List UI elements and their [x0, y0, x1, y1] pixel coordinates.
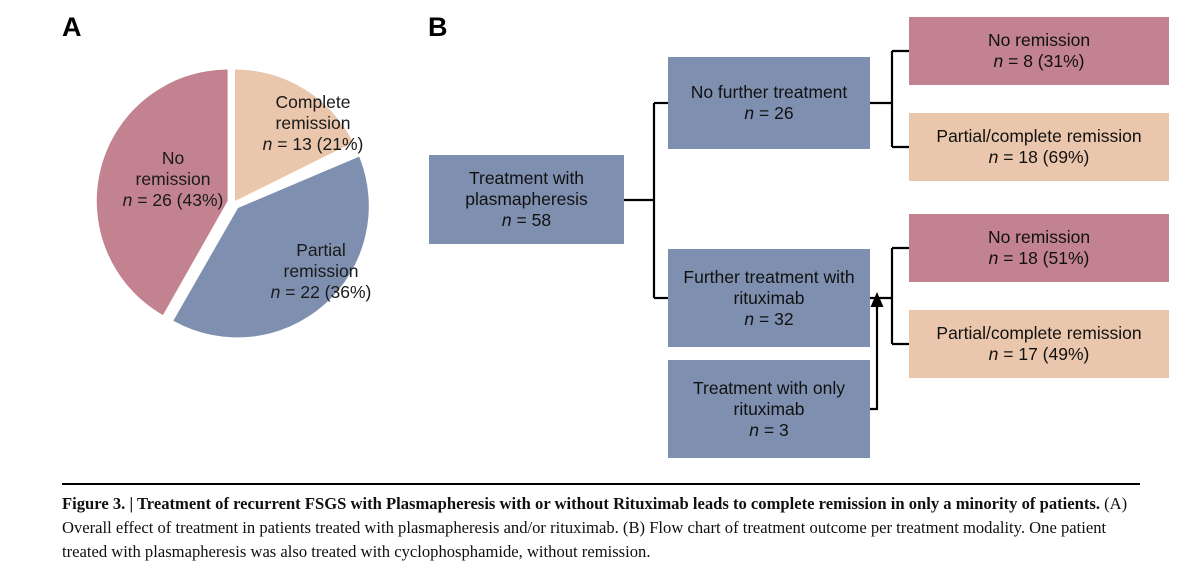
- flow-box-title-line1: No further treatment: [690, 82, 848, 102]
- flow-box-title-line1: Further treatment with: [683, 266, 855, 287]
- flow-box-title: No remission: [987, 30, 1091, 50]
- flow-box-title-line1: Treatment with only: [692, 377, 846, 398]
- caption-bold-title: Treatment of recurrent FSGS with Plasmap…: [136, 494, 1100, 513]
- flow-box-no-further-treatment[interactable]: No further treatment n = 26: [668, 57, 870, 149]
- flow-box-outcome-no-remission-2[interactable]: No remission n = 18 (51%): [909, 214, 1169, 282]
- caption-separator: |: [129, 494, 137, 513]
- caption-figure-number: Figure 3.: [62, 494, 130, 513]
- connector-only-rituximab-path: [870, 306, 879, 411]
- panel-b-flow-chart: Treatment with plasmapheresis n = 58 No …: [429, 17, 1169, 458]
- caption-rest: (A) Overall effect of treatment in patie…: [62, 494, 1128, 561]
- panel-a-letter: A: [62, 12, 82, 42]
- pie-slice-complete-remission: [235, 69, 353, 201]
- panel-b-letter: B: [428, 12, 448, 42]
- flow-box-outcome-partial-complete-remission-2[interactable]: Partial/complete remission n = 17 (49%): [909, 310, 1169, 378]
- flow-box-outcome-partial-complete-remission-1[interactable]: Partial/complete remission n = 18 (69%): [909, 113, 1169, 181]
- flow-box-title-line2: rituximab: [733, 398, 805, 419]
- flow-box-title: Partial/complete remission: [936, 323, 1142, 343]
- flow-box-treatment-with-only-rituximab[interactable]: Treatment with only rituximab n = 3: [668, 360, 870, 458]
- caption-divider: [62, 483, 1140, 485]
- flow-box-outcome-no-remission-1[interactable]: No remission n = 8 (31%): [909, 17, 1169, 85]
- flow-box-title-line1: Treatment with: [468, 168, 585, 188]
- flow-box-count: n = 3: [749, 419, 789, 440]
- flow-box-count: n = 17 (49%): [988, 344, 1090, 364]
- flow-box-title: No remission: [987, 227, 1091, 247]
- flow-box-count: n = 58: [501, 210, 552, 230]
- flow-box-title-line2: rituximab: [733, 287, 805, 308]
- flow-box-count: n = 8 (31%): [993, 51, 1085, 71]
- pie-chart-svg: [96, 69, 369, 338]
- flow-box-count: n = 18 (69%): [988, 147, 1090, 167]
- flow-box-further-treatment-with-rituximab[interactable]: Further treatment with rituximab n = 32: [668, 249, 870, 347]
- pie-slice-no-remission: [96, 69, 228, 316]
- flow-box-count: n = 32: [744, 308, 794, 329]
- pie-slice-partial-remission: [173, 156, 369, 338]
- flow-box-count: n = 26: [744, 103, 794, 123]
- flow-box-title-line2: plasmapheresis: [465, 189, 588, 209]
- figure-caption: Figure 3. | Treatment of recurrent FSGS …: [62, 482, 1140, 564]
- figure-caption-text: Figure 3. | Treatment of recurrent FSGS …: [62, 482, 1140, 564]
- flow-box-count: n = 18 (51%): [988, 248, 1090, 268]
- flow-box-title: Partial/complete remission: [936, 126, 1142, 146]
- flow-chart-connectors: [624, 49, 909, 411]
- flow-box-treatment-with-plasmapheresis[interactable]: Treatment with plasmapheresis n = 58: [429, 155, 624, 244]
- arrow-head-up-icon: [870, 292, 884, 307]
